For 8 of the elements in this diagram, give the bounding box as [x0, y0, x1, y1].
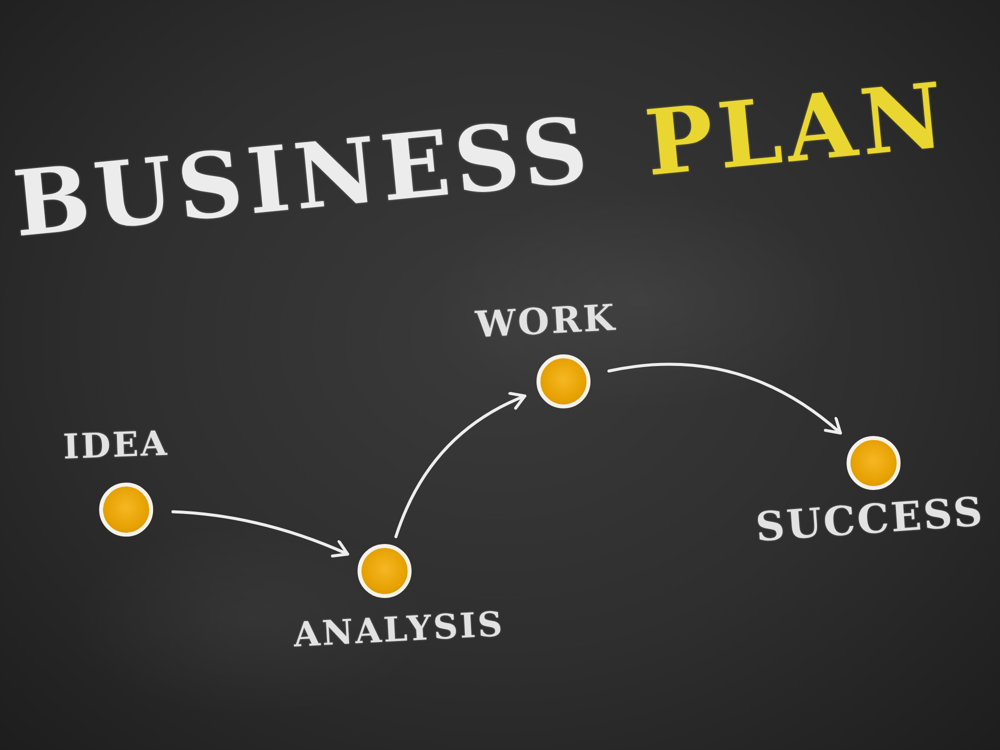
step-label: WORK: [474, 298, 618, 346]
step-label: SUCCESS: [754, 490, 986, 550]
title: BUSINESS PLAN: [10, 70, 952, 250]
arrow: [394, 392, 526, 538]
arrow: [607, 362, 842, 434]
arrow: [172, 510, 350, 558]
step-label: IDEA: [62, 426, 170, 467]
step-label: ANALYSIS: [292, 606, 506, 655]
